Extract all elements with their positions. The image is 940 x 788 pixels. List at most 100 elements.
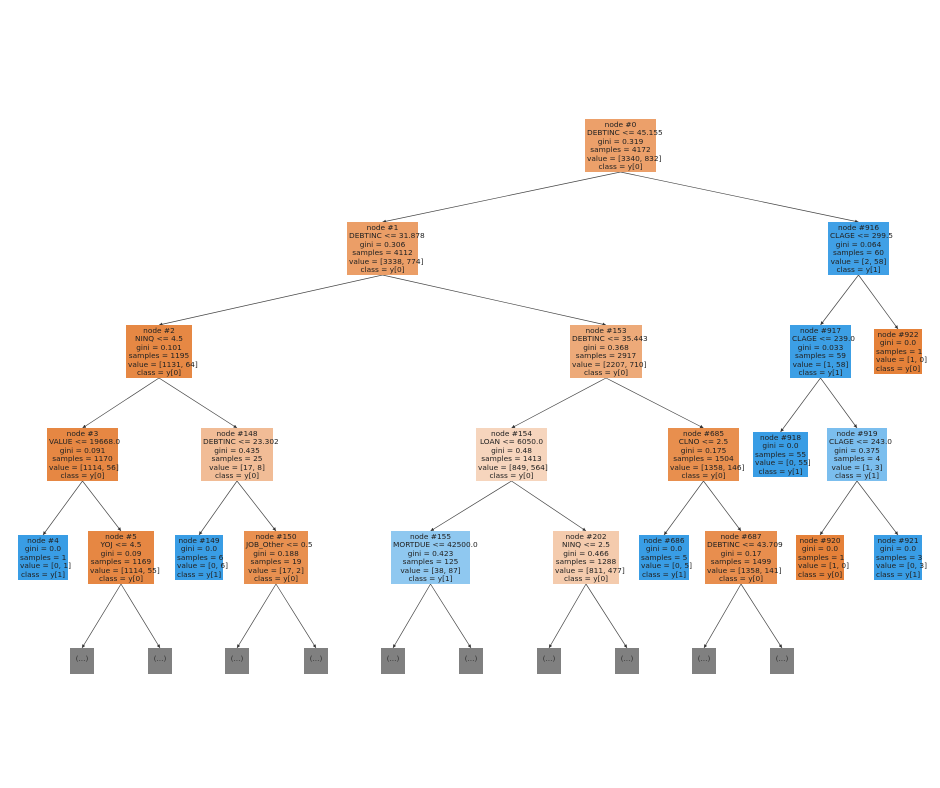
node-text-line: value = [1, 0] (798, 561, 849, 571)
node-text-line: class = y[0] (60, 471, 105, 481)
edge-n0-n1 (382, 171, 621, 223)
edge-n202-t7 (548, 583, 587, 649)
node-text-line: CLAGE <= 239.0 (792, 334, 856, 344)
node-text-line: class = y[0] (718, 574, 764, 584)
node-text-line: class = y[0] (583, 368, 629, 378)
node-text-line: node #919 (836, 429, 878, 438)
node-text-line: gini = 0.0 (801, 544, 839, 554)
node-text-line: DEBTINC <= 23.302 (203, 437, 279, 447)
node-text-line: gini = 0.0 (762, 441, 799, 451)
truncated-node: (...) (459, 648, 483, 674)
edge-n153-n154 (511, 377, 607, 429)
node-text-line: value = [2207, 710] (572, 359, 647, 369)
node-text-line: samples = 1170 (52, 454, 113, 464)
truncated-node: (...) (148, 648, 172, 674)
node-text-line: DEBTINC <= 35.443 (572, 334, 648, 344)
node-text-line: value = [849, 564] (478, 462, 548, 472)
edge-n153-n685 (605, 377, 704, 429)
node-text-line: gini = 0.319 (597, 136, 644, 146)
edge-n154-n155 (430, 480, 512, 532)
node-text-line: DEBTINC <= 43.709 (707, 540, 783, 550)
edge-n0-n916 (620, 171, 859, 223)
node-text-line: DEBTINC <= 31.878 (349, 231, 425, 241)
node-text-line: CLAGE <= 243.0 (829, 437, 893, 447)
node-text-line: node #686 (643, 536, 685, 545)
node-text-line: gini = 0.17 (720, 548, 762, 558)
edge-n3-n4 (42, 480, 83, 536)
edge-n2-n3 (82, 377, 160, 429)
node-text-line: value = [0, 55] (755, 458, 811, 468)
node-text-line: class = y[1] (641, 569, 687, 579)
node-text-line: gini = 0.188 (253, 548, 299, 558)
edge-n148-n150 (236, 480, 277, 532)
edge-n2-n148 (158, 377, 238, 429)
truncated-node: (...) (537, 648, 561, 674)
node-text-line: value = [3338, 774] (349, 256, 424, 266)
node-text-line: class = y[1] (834, 471, 880, 481)
truncated-node: (...) (304, 648, 328, 674)
truncated-node: (...) (381, 648, 405, 674)
node-text-line: node #4 (27, 536, 59, 545)
node-text-line: samples = 1504 (673, 454, 734, 464)
edge-n3-n5 (82, 480, 122, 532)
node-text-line: node #153 (585, 326, 627, 335)
node-text-line: class = y[1] (798, 368, 843, 378)
node-text-line: node #922 (877, 330, 919, 339)
node-text-line: value = [17, 2] (248, 565, 304, 575)
node-text-line: value = [1131, 64] (128, 359, 198, 369)
node-text-line: samples = 2917 (575, 351, 637, 361)
node-text-line: (...) (153, 654, 167, 663)
node-text-line: samples = 1 (876, 346, 923, 356)
node-text-line: samples = 6 (177, 552, 224, 562)
edge-n919-n920 (819, 480, 858, 536)
truncated-node: (...) (615, 648, 639, 674)
edge-n5-t1 (81, 583, 122, 649)
node-text-line: gini = 0.466 (563, 548, 609, 558)
node-text-line: class = y[1] (836, 265, 881, 275)
node-text-line: gini = 0.175 (680, 445, 727, 455)
node-text-line: value = [1, 58] (792, 359, 849, 369)
node-text-line: gini = 0.033 (797, 342, 844, 352)
node-text-line: class = y[1] (408, 574, 453, 584)
node-text-line: node #202 (565, 532, 607, 541)
node-text-line: class = y[1] (876, 569, 921, 579)
node-text-line: samples = 59 (794, 351, 847, 361)
edge-n5-t2 (120, 583, 161, 649)
node-text-line: value = [0, 1] (20, 561, 71, 571)
node-text-line: (...) (309, 654, 323, 663)
node-text-line: value = [1, 0] (876, 355, 927, 365)
edge-n1-n2 (158, 274, 383, 326)
node-text-line: value = [0, 3] (876, 561, 927, 571)
node-text-line: gini = 0.375 (834, 445, 880, 455)
node-text-line: NINQ <= 2.5 (562, 540, 610, 550)
node-text-line: class = y[0] (360, 265, 405, 275)
node-text-line: gini = 0.101 (136, 342, 182, 352)
edge-n1-n153 (382, 274, 607, 326)
truncated-node: (...) (70, 648, 94, 674)
node-text-line: gini = 0.091 (59, 445, 106, 455)
node-text-line: class = y[0] (876, 363, 921, 373)
node-text-line: value = [3340, 832] (587, 153, 662, 163)
node-text-line: samples = 5 (641, 552, 688, 562)
node-text-line: samples = 1195 (128, 351, 190, 361)
node-text-line: value = [0, 5] (641, 561, 692, 571)
node-text-line: class = y[1] (758, 466, 803, 476)
node-text-line: class = y[0] (563, 574, 609, 584)
node-text-line: (...) (775, 654, 789, 663)
node-text-line: MORTDUE <= 42500.0 (393, 540, 478, 550)
node-text-line: class = y[1] (20, 569, 66, 579)
